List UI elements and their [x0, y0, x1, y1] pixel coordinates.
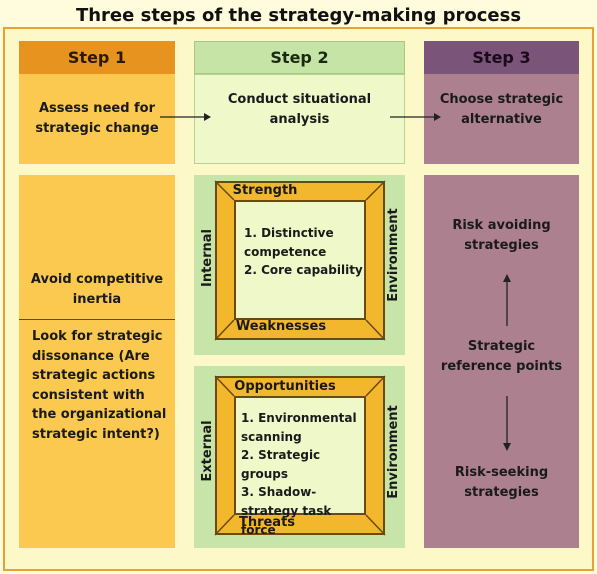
internal-environment-label: Environment: [386, 208, 401, 302]
external-frame-corners: [214, 375, 386, 536]
external-opportunities-label: Opportunities: [234, 379, 336, 394]
step1-assess-text: Assess need for strategic change: [35, 100, 159, 136]
step3-header: Step 3: [424, 41, 579, 74]
external-inner-box: [234, 396, 366, 515]
internal-weaknesses-label: Weaknesses: [235, 319, 327, 334]
arrow-up-risk-avoiding: [503, 274, 511, 326]
external-environment-label: Environment: [386, 405, 401, 499]
internal-inner-box: [234, 200, 366, 320]
step1-dissonance-text: Look for strategic dissonance (Are strat…: [32, 329, 167, 442]
list-item: 2. Strategic groups: [241, 448, 321, 481]
step3-reference-points: Strategic reference points: [424, 334, 579, 380]
step3-reference-text: Strategic reference points: [440, 338, 563, 374]
internal-list: 1. Distinctive competence 2. Core capabi…: [244, 224, 364, 280]
internal-frame-corners: [214, 180, 386, 341]
step2-header: Step 2: [194, 41, 405, 74]
step1-inertia-text: Avoid competitive inertia: [30, 271, 164, 307]
step3-risk-seeking-text: Risk-seeking strategies: [454, 464, 549, 500]
external-threats-label: Threats: [238, 515, 296, 530]
step3-choose-box: Choose strategic alternative: [424, 74, 579, 164]
list-item: 2. Core capability: [244, 263, 363, 278]
step2-situational-text: Conduct situational analysis: [227, 91, 372, 127]
step1-assess-box: Assess need for strategic change: [19, 74, 175, 164]
step1-divider: [19, 319, 175, 320]
step3-risk-avoiding-text: Risk avoiding strategies: [452, 217, 551, 253]
step3-choose-text: Choose strategic alternative: [439, 91, 564, 127]
arrow-step2-to-step3: [390, 113, 441, 121]
arrow-down-risk-seeking: [503, 396, 511, 451]
step1-inertia-cell: Avoid competitive inertia: [19, 262, 175, 318]
page-title: Three steps of the strategy-making proce…: [75, 5, 522, 26]
list-item: 1. Environmental scanning: [241, 411, 357, 444]
external-list: 1. Environmental scanning 2. Strategic g…: [241, 409, 366, 539]
list-item: 1. Distinctive competence: [244, 226, 334, 259]
external-side-label: External: [200, 420, 215, 482]
step3-lower-box: [424, 175, 579, 548]
internal-side-label: Internal: [200, 228, 215, 288]
internal-strength-label: Strength: [232, 183, 298, 198]
arrow-step1-to-step2: [160, 113, 211, 121]
step3-risk-avoiding: Risk avoiding strategies: [424, 213, 579, 259]
step1-lower-box: [19, 175, 175, 548]
list-item: 3. Shadow-strategy task force: [241, 485, 332, 537]
step2-situational-box: Conduct situational analysis: [194, 74, 405, 164]
step1-header: Step 1: [19, 41, 175, 74]
step3-risk-seeking: Risk-seeking strategies: [424, 460, 579, 506]
